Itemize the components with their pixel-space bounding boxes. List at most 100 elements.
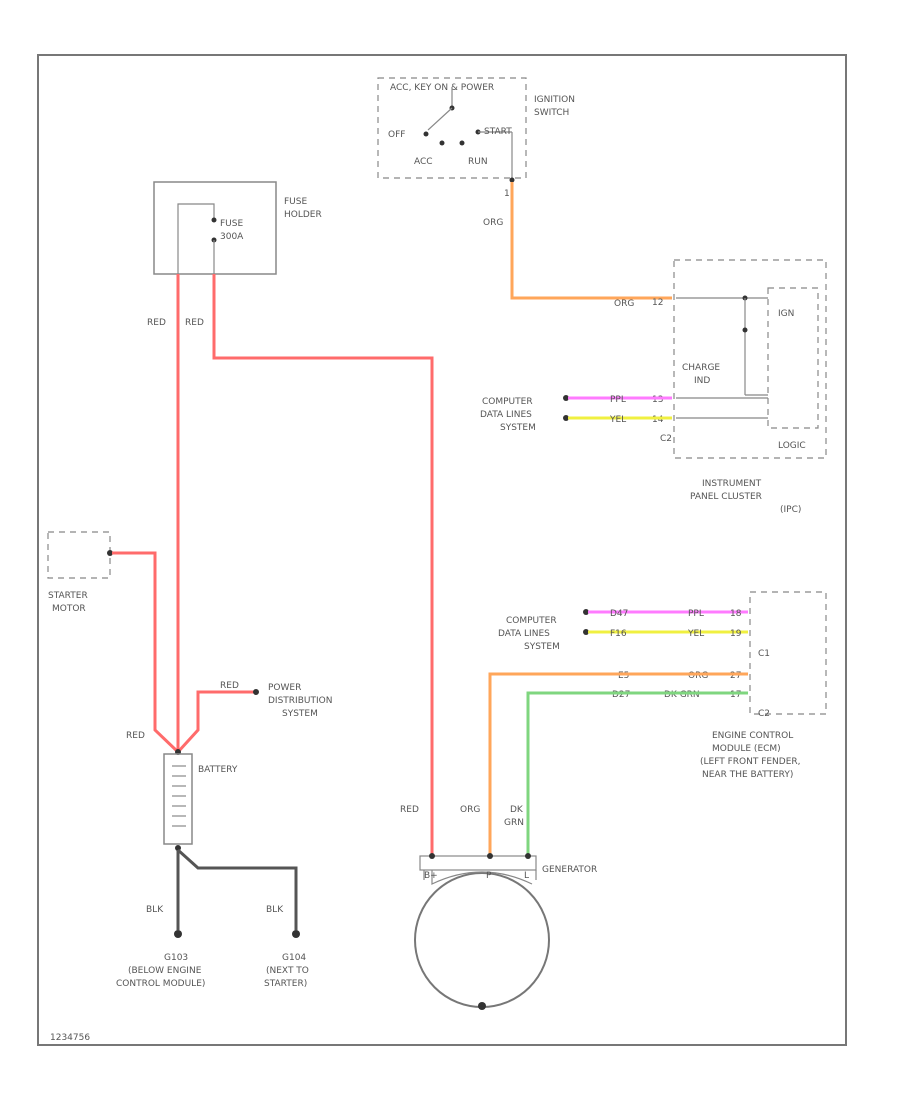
ecm-pin-yel: 19 xyxy=(730,629,742,639)
ground-g104: G104 (NEXT TO STARTER) xyxy=(264,930,309,989)
wire-label-org-2: ORG xyxy=(614,299,634,309)
ipc-logic-box xyxy=(767,287,819,429)
wire-label-org-ecm: ORG xyxy=(688,671,708,681)
wire-label-red-pd: RED xyxy=(220,681,239,691)
ipc-box xyxy=(673,259,827,459)
ipc-logic-label: LOGIC xyxy=(778,441,806,451)
fuse-label-1: FUSE xyxy=(220,219,243,229)
ground-g103-symbol xyxy=(174,930,182,938)
wire-label-blk-2: BLK xyxy=(266,905,284,915)
battery: BATTERY xyxy=(163,749,238,851)
ignition-pin-label: 1 xyxy=(504,189,510,199)
generator-bplus-label: B+ xyxy=(424,871,438,881)
ipc-pin-ppl: 13 xyxy=(652,395,663,405)
wire-label-red-2: RED xyxy=(185,318,204,328)
starter-motor-label-2: MOTOR xyxy=(52,604,86,614)
ignition-acc-label: ACC xyxy=(414,157,433,167)
ignition-run-label: RUN xyxy=(468,157,488,167)
fuse-holder: FUSE HOLDER FUSE 300A xyxy=(153,181,322,278)
ecm-box xyxy=(749,591,827,715)
wire-label-red-batt: RED xyxy=(126,731,145,741)
wire-label-yel-2: YEL xyxy=(687,629,704,639)
generator-label: GENERATOR xyxy=(542,865,597,875)
ecm-label-3: (LEFT FRONT FENDER, xyxy=(700,757,801,767)
wire-ignition-to-ipc xyxy=(510,182,672,300)
ground-g104-label-2: STARTER) xyxy=(264,979,307,989)
ecm-side-ppl: D47 xyxy=(610,609,628,619)
wire-label-ppl-1: PPL xyxy=(610,395,626,405)
ipc-ign-label: IGN xyxy=(778,309,794,319)
battery-label: BATTERY xyxy=(198,765,238,775)
wire-battery-to-power-dist xyxy=(176,690,254,754)
ground-g103-label-2: CONTROL MODULE) xyxy=(116,979,205,989)
generator-body xyxy=(414,872,550,1008)
ecm-label-4: NEAR THE BATTERY) xyxy=(702,770,793,780)
ground-g103: G103 (BELOW ENGINE CONTROL MODULE) xyxy=(116,930,205,989)
wire-label-grn-gen: GRN xyxy=(504,818,524,828)
battery-body xyxy=(163,753,193,845)
wire-fuse-to-generator xyxy=(212,274,434,855)
ecm-label-1: ENGINE CONTROL xyxy=(712,731,793,741)
wire-battery-to-g104 xyxy=(176,848,298,930)
fuse-holder-label-1: FUSE xyxy=(284,197,307,207)
ecm-pin-ppl: 18 xyxy=(730,609,742,619)
starter-motor-label-1: STARTER xyxy=(48,591,88,601)
ground-g104-label-1: (NEXT TO xyxy=(266,966,309,976)
instrument-panel-cluster: IGN CHARGE IND LOGIC C2 12 13 14 INSTRUM… xyxy=(652,259,827,515)
ipc-label-1: INSTRUMENT xyxy=(702,479,762,489)
ground-g104-symbol xyxy=(292,930,300,938)
ignition-start-label: START xyxy=(484,127,512,137)
ignition-off-label: OFF xyxy=(388,130,405,140)
starter-motor-box xyxy=(47,531,111,579)
ecm-pin-grn: 17 xyxy=(730,690,741,700)
data-lines-1-terminal-ppl xyxy=(563,395,569,401)
ipc-label-3: (IPC) xyxy=(780,505,801,515)
wire-label-red-gen: RED xyxy=(400,805,419,815)
ignition-switch-label-2: SWITCH xyxy=(534,108,569,118)
generator-l-label: L xyxy=(524,871,529,881)
power-dist-label-3: SYSTEM xyxy=(282,709,318,719)
ipc-connector-label: C2 xyxy=(660,434,672,444)
engine-control-module: D47 F16 PPL YEL 18 19 C1 E5 ORG 27 D27 D… xyxy=(583,591,827,780)
data-lines-2-label-1: COMPUTER xyxy=(506,616,557,626)
ground-g103-id: G103 xyxy=(164,953,188,963)
wire-starter-to-battery xyxy=(112,551,180,754)
ecm-side-yel: F16 xyxy=(610,629,627,639)
power-dist-label-1: POWER xyxy=(268,683,301,693)
ignition-switch-header: ACC, KEY ON & POWER xyxy=(390,83,494,93)
wire-label-dk-gen: DK xyxy=(510,805,524,815)
data-lines-2-label-3: SYSTEM xyxy=(524,642,560,652)
ignition-switch: ACC, KEY ON & POWER IGNITION SWITCH OFF … xyxy=(377,77,575,199)
ecm-label-2: MODULE (ECM) xyxy=(712,744,781,754)
ipc-charge-label-1: CHARGE xyxy=(682,363,720,373)
ipc-pin-org: 12 xyxy=(652,298,663,308)
power-dist-label-2: DISTRIBUTION xyxy=(268,696,332,706)
wire-label-blk-1: BLK xyxy=(146,905,164,915)
ipc-charge-label-2: IND xyxy=(694,376,710,386)
ecm-pin-org: 27 xyxy=(730,671,741,681)
wire-ecm-to-generator-grn xyxy=(526,691,748,855)
generator-p-label: P xyxy=(486,871,492,881)
ipc-pin-yel: 14 xyxy=(652,415,664,425)
wire-label-org-gen: ORG xyxy=(460,805,480,815)
wire-label-yel-1: YEL xyxy=(609,415,626,425)
wire-label-org-1: ORG xyxy=(483,218,503,228)
ground-g104-id: G104 xyxy=(282,953,306,963)
data-lines-1-label-1: COMPUTER xyxy=(482,397,533,407)
fuse-holder-box xyxy=(153,181,277,275)
ipc-label-2: PANEL CLUSTER xyxy=(690,492,762,502)
power-distribution: RED POWER DISTRIBUTION SYSTEM xyxy=(176,681,332,754)
diagram-frame xyxy=(37,54,847,1046)
wire-label-red-1: RED xyxy=(147,318,166,328)
wire-label-ppl-2: PPL xyxy=(688,609,704,619)
ecm-side-org: E5 xyxy=(618,671,629,681)
computer-data-lines-1: PPL YEL COMPUTER DATA LINES SYSTEM xyxy=(480,395,672,433)
ground-g103-label-1: (BELOW ENGINE xyxy=(128,966,202,976)
wire-ecm-to-generator-org xyxy=(488,672,748,855)
data-lines-1-terminal-yel xyxy=(563,415,569,421)
ignition-switch-box xyxy=(377,77,527,179)
data-lines-2-label-2: DATA LINES xyxy=(498,629,550,639)
ignition-switch-label-1: IGNITION xyxy=(534,95,575,105)
generator: B+ P L GENERATOR xyxy=(414,853,597,1010)
